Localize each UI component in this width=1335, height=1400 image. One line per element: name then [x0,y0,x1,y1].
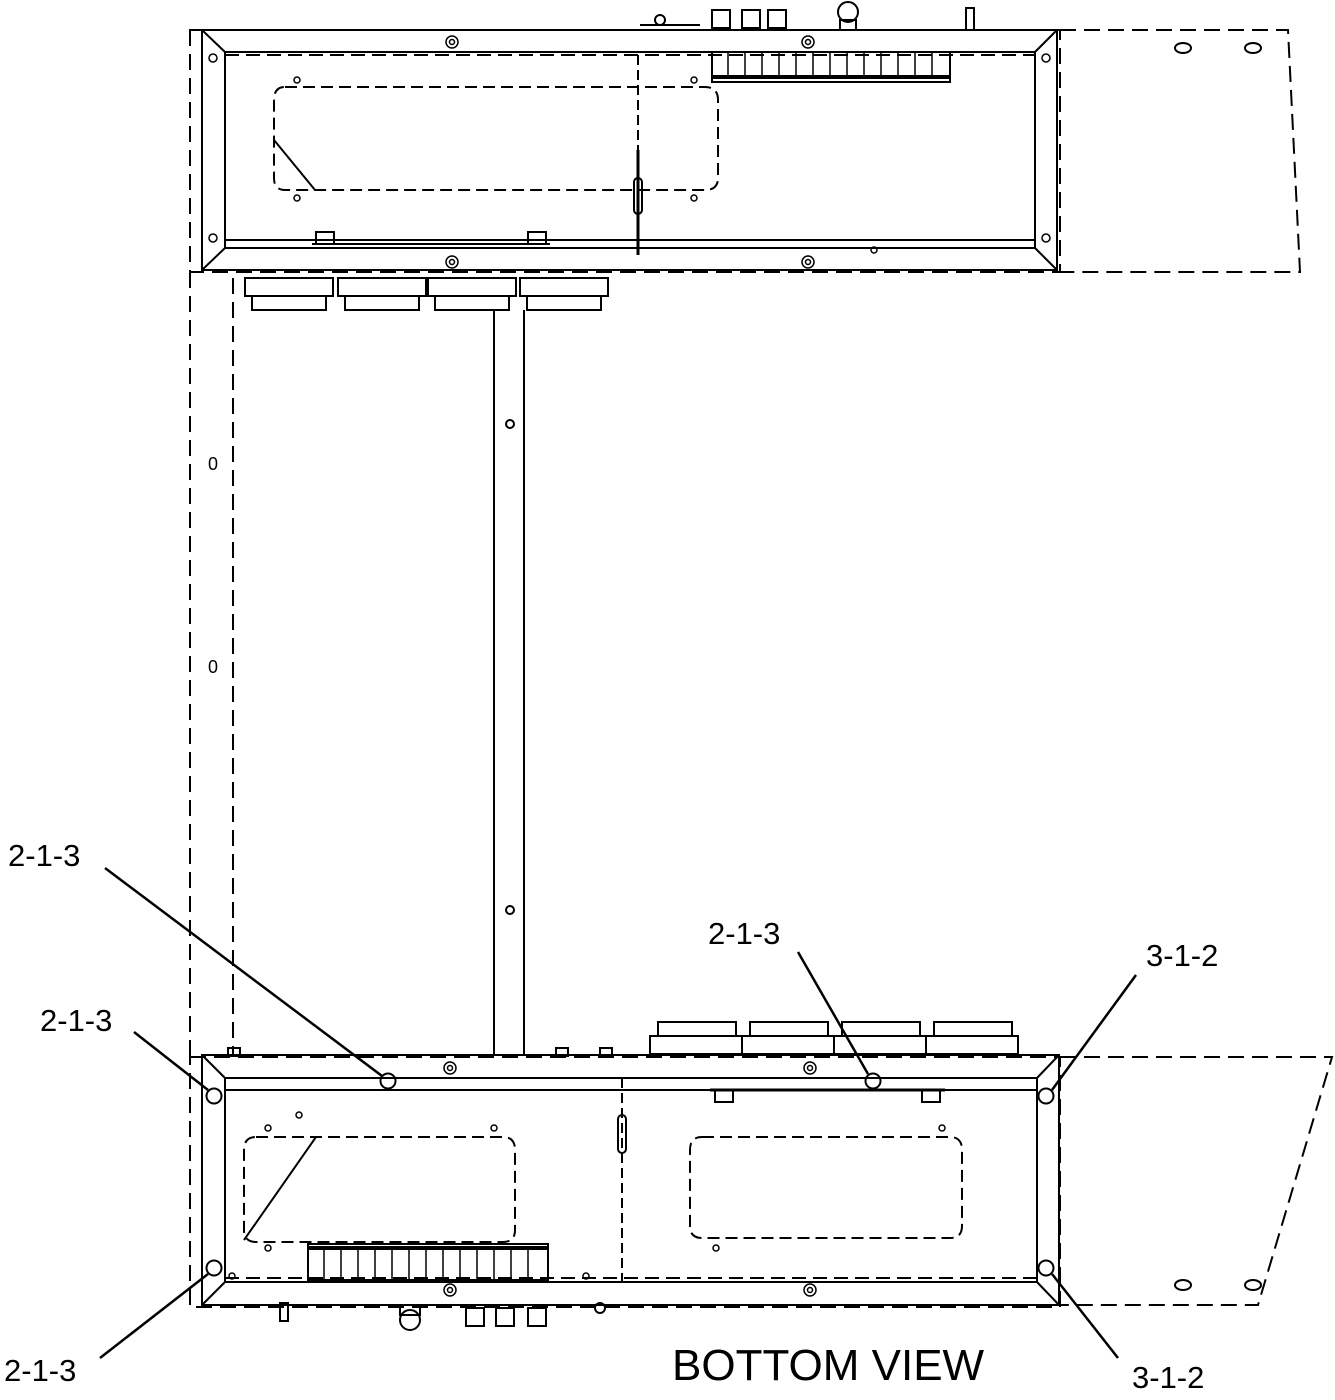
top-access-cover [273,86,719,191]
bottom-right-access-cover [689,1136,963,1239]
top-extension-panel [1060,29,1302,273]
leader-c2 [133,1031,209,1091]
bottom-terminal-strip [307,1243,549,1281]
top-terminal-strip [711,51,951,83]
leader-c4 [99,1273,209,1359]
bottom-panel-assembly [189,1021,1334,1331]
top-frame [201,29,1058,271]
bottom-enclosure-outline [189,1056,1061,1308]
vertical-section [189,272,525,1060]
top-panel-assembly [189,1,1302,311]
bottom-connectors [649,1021,1019,1055]
callout-label-right-upper: 3-1-2 [1146,938,1219,973]
hole-mark-upper: 0 [208,454,219,474]
view-title: BOTTOM VIEW [672,1341,985,1390]
top-enclosure-outline [189,29,1061,273]
leader-lines [99,867,1138,1359]
callout-fasteners [205,1072,1055,1277]
callout-label-right-lower: 3-1-2 [1132,1360,1205,1395]
leader-c6 [1051,1273,1119,1359]
callout-label-left-lower: 2-1-3 [4,1353,77,1388]
callout-label-left-middle: 2-1-3 [40,1003,113,1038]
top-connectors [244,277,609,311]
leader-c3 [796,951,870,1075]
bottom-extension-panel [1060,1056,1334,1306]
leader-c5 [1050,974,1138,1091]
leader-c1 [104,867,383,1077]
hole-mark-lower: 0 [208,657,219,677]
bottom-left-access-cover [243,1136,516,1243]
bottom-frame [201,1054,1060,1306]
callout-label-left-upper: 2-1-3 [8,838,81,873]
callout-label-center: 2-1-3 [708,916,781,951]
